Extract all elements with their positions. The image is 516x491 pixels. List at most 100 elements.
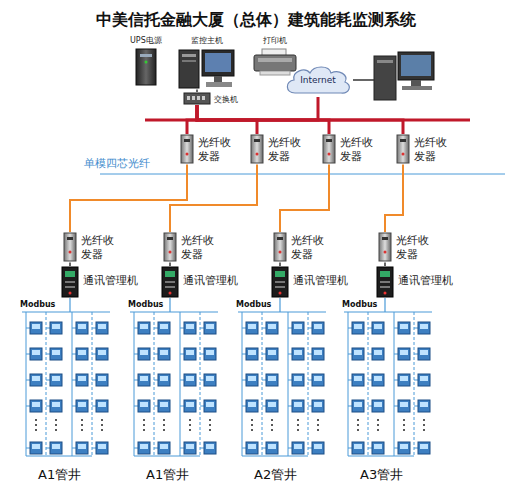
meter-tap	[154, 354, 158, 355]
meter-screen	[160, 444, 168, 449]
meter-icon	[312, 400, 324, 412]
mgr-icon	[61, 266, 79, 298]
bus-label: Modbus	[20, 300, 55, 309]
node-label: 通讯管理机	[83, 274, 138, 288]
meter-tap	[308, 354, 312, 355]
meter-screen	[32, 402, 40, 407]
modbus-wire	[22, 311, 110, 312]
meter-tap	[242, 406, 246, 407]
modbus-wire	[262, 312, 263, 456]
meter-screen	[374, 324, 382, 329]
ellipsis-dot	[423, 429, 425, 431]
meter-icon	[76, 442, 88, 454]
meter-screen	[140, 444, 148, 449]
meter-screen	[294, 350, 302, 355]
meter-icon	[398, 322, 410, 334]
meter-tap	[72, 406, 76, 407]
meter-icon	[246, 322, 258, 334]
meter-tap	[242, 328, 246, 329]
fiber-label: 单模四芯光纤	[84, 156, 150, 171]
meter-tap	[26, 328, 30, 329]
meter-icon	[76, 322, 88, 334]
meter-tap	[134, 328, 138, 329]
meter-icon	[246, 400, 258, 412]
meter-icon	[352, 322, 364, 334]
meter-icon	[372, 400, 384, 412]
modbus-wire	[200, 312, 201, 456]
meter-screen	[400, 324, 408, 329]
meter-screen	[52, 350, 60, 355]
device-node: 光纤收发器	[322, 134, 374, 165]
meter-tap	[26, 380, 30, 381]
meter-tap	[368, 380, 372, 381]
network-wire	[353, 79, 374, 81]
node-label: 监控主机	[191, 36, 223, 46]
meter-icon	[372, 322, 384, 334]
modbus-wire	[242, 312, 243, 456]
ellipsis-dot	[209, 419, 211, 421]
meter-icon	[418, 442, 430, 454]
meter-screen	[354, 444, 362, 449]
meter-screen	[420, 324, 428, 329]
meter-icon	[184, 348, 196, 360]
meter-icon	[292, 374, 304, 386]
meter-icon	[184, 322, 196, 334]
meter-screen	[32, 444, 40, 449]
meter-screen	[420, 444, 428, 449]
node-label: 光纤收发器	[198, 136, 232, 165]
meter-icon	[30, 442, 42, 454]
meter-icon	[292, 400, 304, 412]
meter-icon	[398, 374, 410, 386]
modbus-wire	[69, 298, 70, 312]
meter-icon	[30, 348, 42, 360]
bus-label: Modbus	[128, 300, 163, 309]
device-node: 通讯管理机	[271, 266, 348, 298]
meter-icon	[30, 400, 42, 412]
meter-icon	[76, 348, 88, 360]
meter-tap	[308, 406, 312, 407]
meter-screen	[400, 402, 408, 407]
meter-screen	[140, 350, 148, 355]
fib-icon	[163, 232, 177, 262]
meter-tap	[242, 354, 246, 355]
meter-icon	[398, 400, 410, 412]
ellipsis-dot	[317, 429, 319, 431]
ellipsis-dot	[163, 419, 165, 421]
ellipsis-dot	[403, 419, 405, 421]
meter-tap	[92, 406, 96, 407]
meter-tap	[368, 406, 372, 407]
meter-tap	[200, 406, 204, 407]
pc-icon	[374, 52, 434, 100]
meter-screen	[52, 402, 60, 407]
meter-tap	[414, 380, 418, 381]
meter-tap	[26, 354, 30, 355]
meter-tap	[262, 406, 266, 407]
meter-tap	[134, 448, 138, 449]
ellipsis-dot	[403, 424, 405, 426]
modbus-wire	[344, 311, 432, 312]
meter-tap	[394, 380, 398, 381]
meter-icon	[372, 442, 384, 454]
meter-icon	[418, 348, 430, 360]
meter-tap	[92, 448, 96, 449]
meter-icon	[138, 348, 150, 360]
modbus-wire	[46, 312, 47, 456]
meter-screen	[206, 402, 214, 407]
meter-tap	[154, 380, 158, 381]
shaft-label: A1管井	[38, 466, 81, 484]
device-node: 光纤收发器	[163, 232, 215, 263]
meter-screen	[314, 444, 322, 449]
meter-icon	[30, 322, 42, 334]
meter-icon	[312, 348, 324, 360]
meter-icon	[50, 400, 62, 412]
meter-tap	[200, 354, 204, 355]
device-node: 监控主机	[178, 36, 236, 90]
meter-tap	[394, 448, 398, 449]
meter-icon	[184, 374, 196, 386]
meter-tap	[368, 354, 372, 355]
meter-tap	[242, 380, 246, 381]
meter-screen	[32, 324, 40, 329]
meter-icon	[204, 442, 216, 454]
meter-icon	[418, 400, 430, 412]
